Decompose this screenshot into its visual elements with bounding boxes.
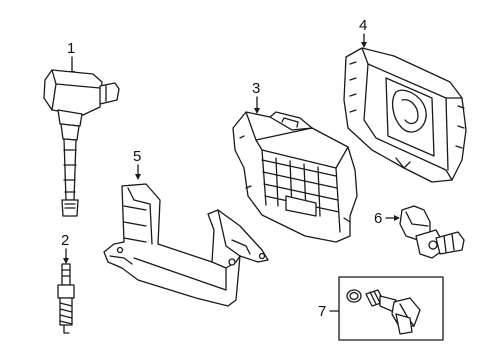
callout-5: 5 xyxy=(133,148,141,180)
arrowhead-3 xyxy=(254,108,260,114)
callout-label-3: 3 xyxy=(252,80,260,97)
spark-plug[interactable] xyxy=(57,263,75,334)
ecm-bracket-cover[interactable] xyxy=(343,47,467,183)
arrowhead-2 xyxy=(63,258,69,264)
callout-label-6: 6 xyxy=(374,210,382,227)
engine-control-module[interactable] xyxy=(232,111,358,243)
callout-label-7: 7 xyxy=(318,303,326,320)
arrowhead-4 xyxy=(361,42,367,48)
callout-label-5: 5 xyxy=(133,148,141,165)
ignition-coil[interactable] xyxy=(43,69,120,217)
o-ring[interactable] xyxy=(346,289,362,303)
arrowhead-6 xyxy=(394,215,400,221)
callout-6: 6 xyxy=(374,210,400,227)
callout-7: 7 xyxy=(318,303,340,320)
callout-3: 3 xyxy=(252,80,260,114)
callout-2: 2 xyxy=(61,232,69,264)
callout-label-4: 4 xyxy=(359,17,367,34)
mounting-bracket[interactable] xyxy=(103,183,269,307)
sensor[interactable] xyxy=(399,205,465,259)
callout-label-2: 2 xyxy=(61,232,69,249)
callout-label-1: 1 xyxy=(67,40,75,57)
sensor-with-o-ring[interactable] xyxy=(365,289,421,335)
callout-4: 4 xyxy=(359,17,367,48)
arrowhead-5 xyxy=(135,174,141,180)
